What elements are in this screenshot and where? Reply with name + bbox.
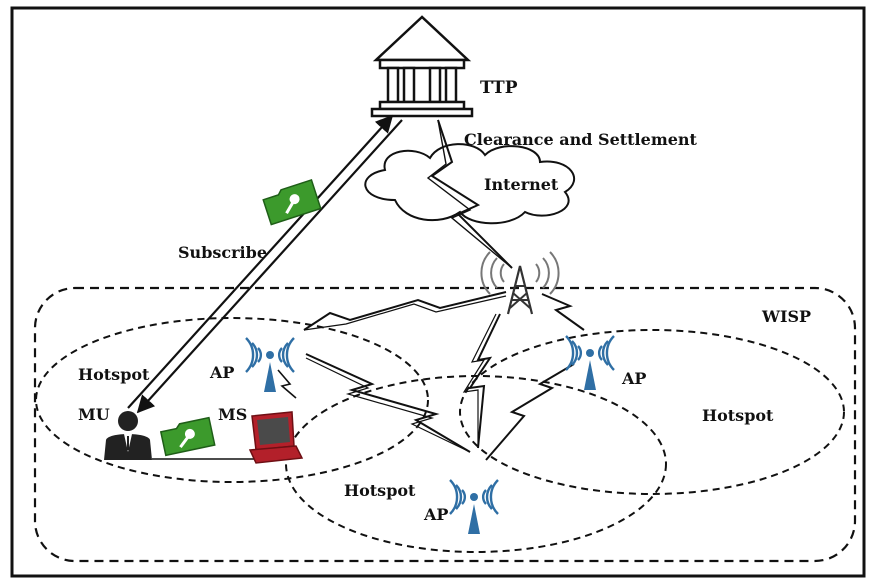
key-folder-icon <box>262 178 322 226</box>
wisp-region <box>33 286 857 563</box>
link-tower-ap-bottom <box>467 313 501 449</box>
hotspot-right-area <box>459 329 845 495</box>
link-ap-laptop <box>277 369 297 399</box>
laptop-icon <box>248 411 304 464</box>
clearance-label: Clearance and Settlement <box>464 130 698 149</box>
ttp-label: TTP <box>480 78 518 98</box>
ms-label: MS <box>218 405 247 424</box>
hotspot-left-label: Hotspot <box>78 365 150 384</box>
tower-icon <box>480 251 560 315</box>
link-ap-right-ap-bottom <box>485 363 575 461</box>
hotspot-right-label: Hotspot <box>702 406 774 425</box>
link-tower-ap-right <box>541 293 585 331</box>
internet-label: Internet <box>484 175 559 194</box>
hotspot-left-area <box>35 317 429 483</box>
outer-frame <box>10 6 866 578</box>
user-icon <box>104 411 152 460</box>
ap-bottom-label: AP <box>423 505 448 524</box>
ap-right-label: AP <box>621 369 646 388</box>
link-ttp-tower <box>430 119 513 269</box>
link-ap-left-ap-bottom <box>305 353 471 453</box>
hotspot-bottom-label: Hotspot <box>344 481 416 500</box>
ap-icon <box>245 337 295 392</box>
bank-icon <box>370 15 474 118</box>
ap-icon <box>449 479 499 534</box>
key-folder-icon <box>159 416 216 457</box>
subscribe-label: Subscribe <box>178 243 267 262</box>
mu-label: MU <box>78 405 110 424</box>
subscribe-arrow-up <box>127 114 394 409</box>
hotspot-bottom-area <box>285 375 667 553</box>
ap-left-label: AP <box>209 363 234 382</box>
cloud-icon <box>364 143 576 225</box>
wisp-label: WISP <box>761 307 811 326</box>
ap-icon <box>565 335 615 390</box>
subscribe-arrow-down <box>136 119 403 414</box>
link-tower-ap-left <box>303 291 507 331</box>
